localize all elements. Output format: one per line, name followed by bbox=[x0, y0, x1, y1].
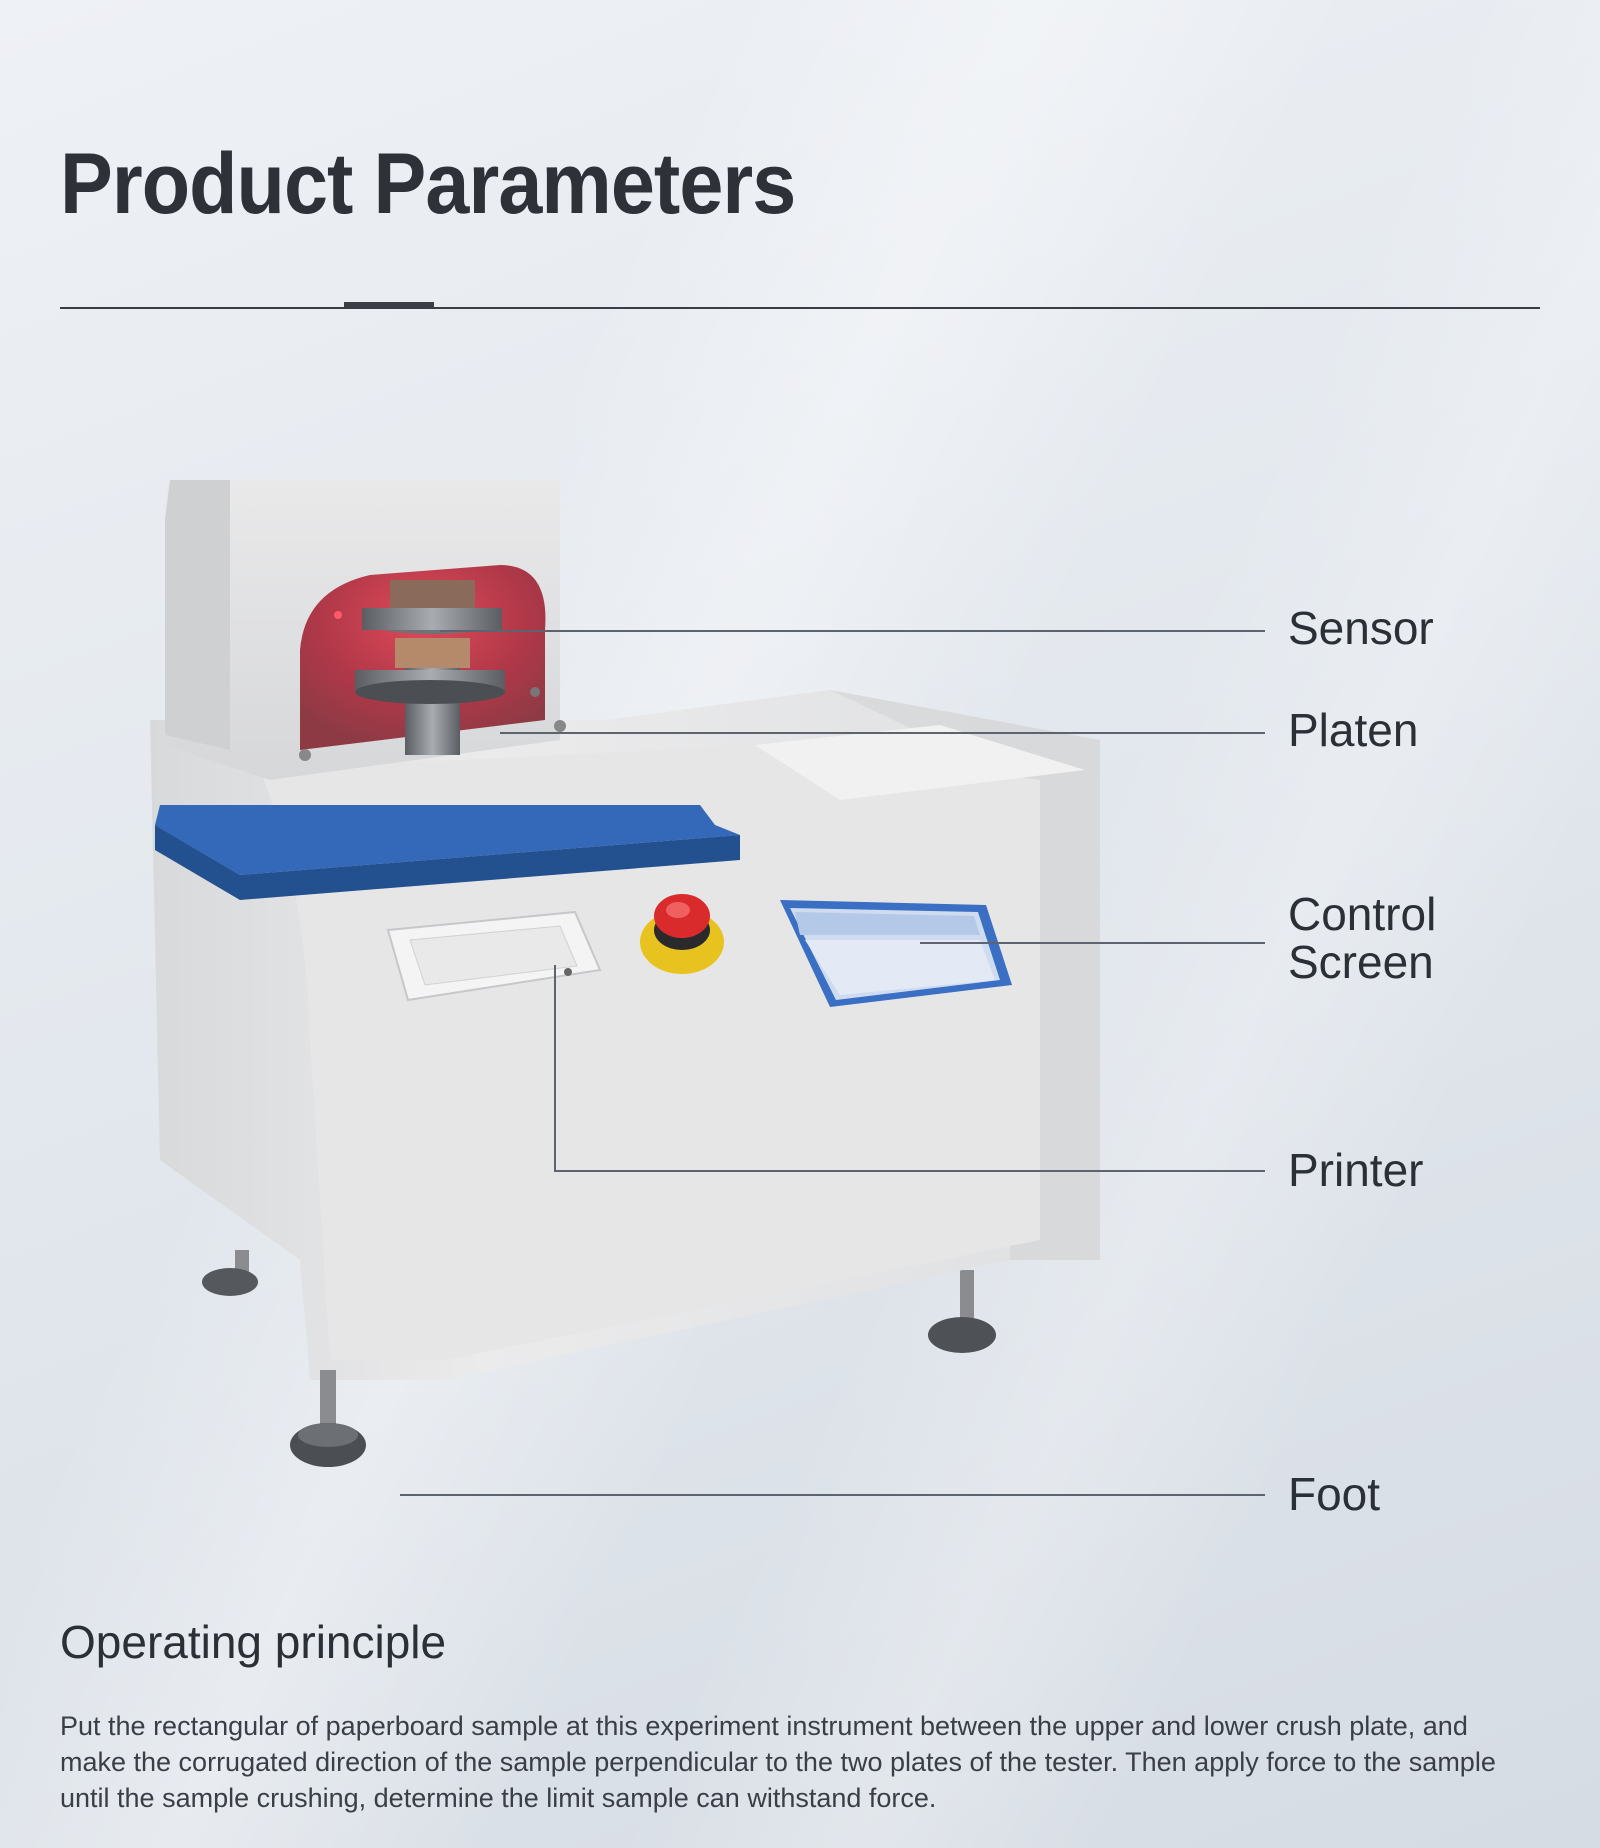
operating-principle-heading: Operating principle bbox=[60, 1616, 447, 1668]
rear-feet bbox=[202, 1250, 996, 1353]
printer-label: Printer bbox=[1288, 1144, 1424, 1196]
control-screen-label-line2: Screen bbox=[1288, 936, 1434, 988]
control-screen-label-line1: Control bbox=[1288, 888, 1437, 940]
sensor-label: Sensor bbox=[1288, 602, 1434, 654]
printer-leader-line bbox=[554, 1170, 1265, 1172]
operating-principle-text: Put the rectangular of paperboard sample… bbox=[60, 1711, 1496, 1813]
title-divider bbox=[60, 307, 1540, 309]
foot-leader-line bbox=[400, 1494, 1265, 1496]
sensor-leader-line bbox=[440, 630, 1265, 632]
platen-label: Platen bbox=[1288, 704, 1419, 756]
foot-label: Foot bbox=[1288, 1468, 1381, 1520]
front-feet bbox=[290, 1370, 366, 1467]
platen-leader-line bbox=[500, 732, 1265, 734]
control-screen-unit bbox=[780, 900, 1012, 1007]
emergency-stop-button bbox=[640, 894, 724, 974]
printer-leader-vline bbox=[554, 965, 556, 1171]
printer-unit bbox=[386, 910, 602, 1002]
page-title: Product Parameters bbox=[60, 136, 796, 232]
control-screen-leader-line bbox=[920, 942, 1265, 944]
crush-tester-image bbox=[150, 480, 1100, 1467]
title-divider-accent bbox=[344, 302, 434, 308]
